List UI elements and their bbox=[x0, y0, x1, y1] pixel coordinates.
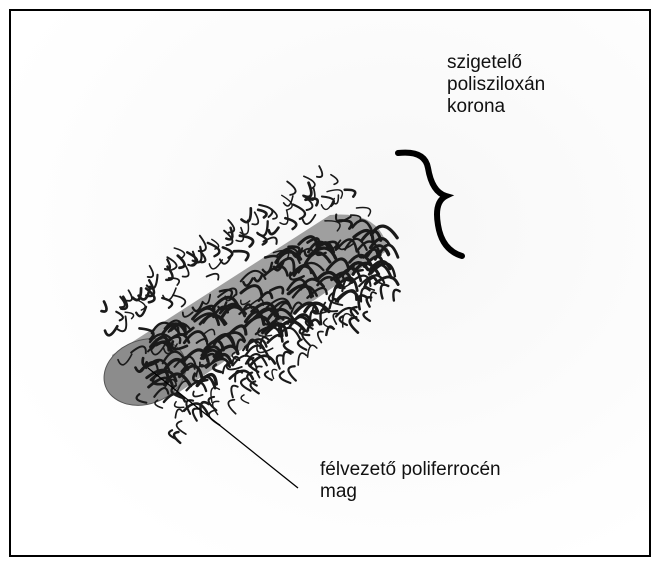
core-label: félvezető poliferrocén mag bbox=[320, 459, 501, 503]
bracket-shape bbox=[398, 153, 462, 256]
corona-strand bbox=[231, 386, 237, 398]
corona-strand bbox=[241, 395, 249, 403]
corona-strand bbox=[257, 221, 267, 236]
corona-strand bbox=[163, 288, 176, 300]
corona-strand bbox=[193, 392, 202, 397]
corona-strand bbox=[357, 208, 371, 216]
core-label-line-2: mag bbox=[320, 481, 501, 503]
corona-strand bbox=[148, 266, 153, 277]
corona-strand bbox=[207, 274, 219, 280]
corona-strand bbox=[317, 166, 322, 177]
corona-strand bbox=[252, 212, 258, 224]
corona-strand bbox=[211, 388, 219, 403]
corona-strand bbox=[318, 331, 323, 342]
corona-strand bbox=[393, 290, 399, 301]
corona-strand bbox=[287, 182, 295, 195]
corona-strand bbox=[293, 205, 305, 219]
corona-strand bbox=[269, 228, 279, 234]
shell-label: szigetelő polisziloxán korona bbox=[447, 52, 545, 118]
corona-strand bbox=[175, 409, 182, 418]
shell-label-line-2: polisziloxán bbox=[447, 74, 545, 96]
corona-strand bbox=[242, 208, 251, 222]
corona-strand bbox=[136, 307, 146, 316]
corona-strand bbox=[284, 342, 293, 353]
corona-strand bbox=[381, 285, 388, 299]
corona-strand bbox=[363, 312, 369, 321]
corona-strand bbox=[331, 175, 338, 185]
corona-strand bbox=[193, 409, 199, 421]
corona-strand bbox=[265, 371, 272, 380]
corona-strand bbox=[288, 366, 295, 380]
corona-strand bbox=[175, 402, 184, 408]
core-pointer-line bbox=[148, 368, 298, 488]
corona-strand bbox=[258, 210, 266, 218]
corona-strand bbox=[234, 251, 248, 260]
shell-label-line-1: szigetelő bbox=[447, 52, 545, 74]
corona-strand bbox=[359, 295, 367, 309]
corona-strand bbox=[116, 312, 123, 321]
corona-strand bbox=[102, 302, 107, 312]
corona-strand bbox=[272, 369, 277, 378]
corona-strand bbox=[322, 197, 334, 207]
corona-strand bbox=[302, 331, 310, 346]
corona-strand bbox=[298, 353, 306, 365]
corona-strand bbox=[308, 345, 317, 357]
corona-strand bbox=[173, 295, 185, 306]
corona-strand bbox=[105, 326, 117, 335]
corona-strand bbox=[228, 400, 235, 414]
corona-strand bbox=[375, 277, 398, 285]
corona-strand bbox=[345, 190, 356, 197]
core-label-line-1: félvezető poliferrocén bbox=[320, 459, 501, 481]
corona-strand bbox=[127, 290, 132, 301]
corona-strand bbox=[283, 352, 290, 364]
shell-label-line-3: korona bbox=[447, 96, 545, 118]
